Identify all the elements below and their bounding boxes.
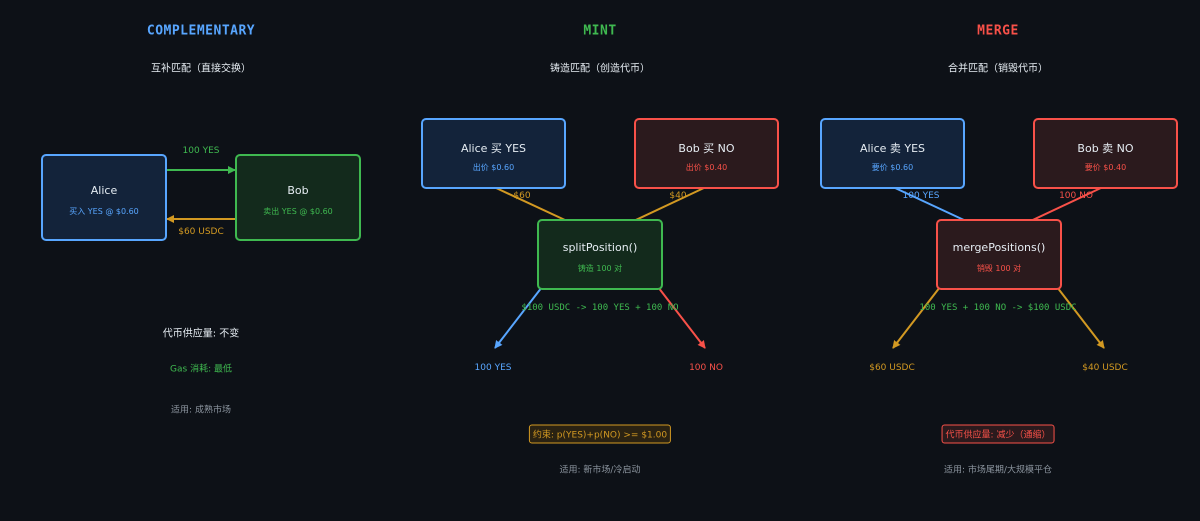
merge-out-40: $40 USDC — [1082, 363, 1128, 373]
merge-alice-name: Alice 卖 YES — [859, 142, 926, 155]
split-position-detail: 铸造 100 对 — [577, 264, 623, 273]
complementary-title: COMPLEMENTARY — [146, 23, 256, 39]
gas-note: Gas 消耗: 最低 — [170, 364, 232, 375]
mint-alice-flow: $60 — [513, 191, 531, 201]
merge-bob-flow: 100 NO — [1059, 191, 1093, 201]
merge-subtitle: 合并匹配（销毁代币） — [948, 63, 1048, 75]
mint-bob-detail: 出价 $0.40 — [685, 163, 728, 172]
mint-formula: $100 USDC -> 100 YES + 100 NO — [521, 303, 679, 313]
merge-alice-detail: 要价 $0.60 — [871, 163, 914, 172]
arrow-mint-no — [657, 286, 706, 349]
merge-title: MERGE — [977, 23, 1019, 39]
split-position-node: splitPosition() 铸造 100 对 — [537, 219, 663, 290]
mint-out-no: 100 NO — [689, 363, 723, 373]
bob-node: Bob 卖出 YES @ $0.60 — [235, 154, 361, 241]
merge-usage-note: 适用: 市场尾期/大规模平仓 — [944, 465, 1052, 476]
mint-alice-name: Alice 买 YES — [460, 142, 527, 155]
alice-name: Alice — [90, 184, 118, 197]
mint-bob-flow: $40 — [669, 191, 687, 201]
merge-alice-node: Alice 卖 YES 要价 $0.60 — [820, 118, 965, 189]
complementary-subtitle: 互补匹配（直接交换） — [151, 63, 251, 75]
arrow-merge-60 — [892, 286, 941, 349]
bob-name: Bob — [287, 184, 309, 197]
flow-label-usdc: $60 USDC — [178, 227, 224, 237]
usage-note: 适用: 成熟市场 — [171, 405, 231, 416]
mint-title: MINT — [583, 23, 617, 39]
mint-bob-node: Bob 买 NO 出价 $0.40 — [634, 118, 779, 189]
mint-subtitle: 铸造匹配（创造代币） — [550, 63, 650, 75]
merge-positions-node: mergePositions() 销毁 100 对 — [936, 219, 1062, 290]
arrow-mint-yes — [494, 286, 543, 349]
merge-bob-detail: 要价 $0.40 — [1084, 163, 1127, 172]
mint-alice-detail: 出价 $0.60 — [472, 163, 515, 172]
merge-positions-name: mergePositions() — [952, 241, 1046, 254]
merge-positions-detail: 销毁 100 对 — [976, 264, 1022, 273]
bob-detail: 卖出 YES @ $0.60 — [263, 207, 333, 216]
mint-usage-note: 适用: 新市场/冷启动 — [559, 465, 641, 476]
merge-formula: 100 YES + 100 NO -> $100 USDC — [919, 303, 1077, 313]
alice-node: Alice 买入 YES @ $0.60 — [41, 154, 167, 241]
split-position-name: splitPosition() — [562, 241, 638, 254]
mint-alice-node: Alice 买 YES 出价 $0.60 — [421, 118, 566, 189]
alice-detail: 买入 YES @ $0.60 — [69, 207, 139, 216]
mint-constraint-badge: 约束: p(YES)+p(NO) >= $1.00 — [528, 424, 672, 444]
mint-out-yes: 100 YES — [474, 363, 512, 373]
merge-supply-badge: 代币供应量: 减少（通缩） — [941, 424, 1055, 444]
merge-bob-node: Bob 卖 NO 要价 $0.40 — [1033, 118, 1178, 189]
merge-bob-name: Bob 卖 NO — [1077, 142, 1134, 155]
supply-note: 代币供应量: 不变 — [162, 328, 240, 340]
flow-label-yes: 100 YES — [182, 146, 220, 156]
merge-out-60: $60 USDC — [869, 363, 915, 373]
merge-alice-flow: 100 YES — [902, 191, 940, 201]
arrow-merge-40 — [1056, 286, 1105, 349]
mint-bob-name: Bob 买 NO — [678, 142, 735, 155]
